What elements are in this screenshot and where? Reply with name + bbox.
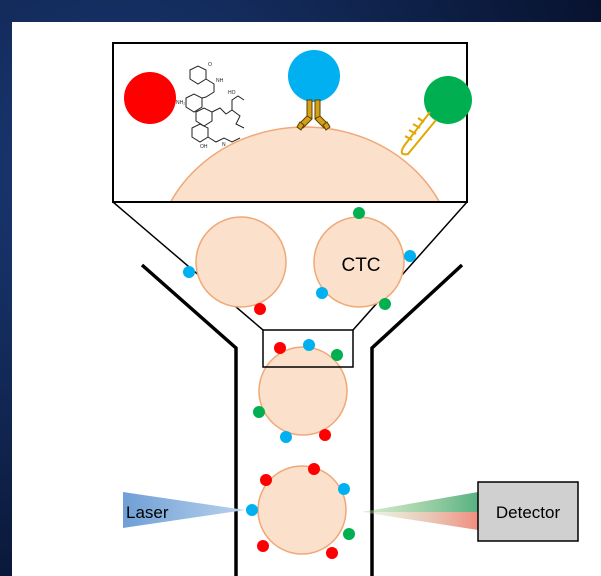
laser-beam (123, 492, 245, 528)
inset-cell-surface (170, 126, 440, 201)
funnel-wall-left (140, 263, 238, 576)
svg-text:N: N (222, 142, 226, 148)
blue-marker (183, 266, 195, 278)
red-marker (326, 547, 338, 559)
green-marker (379, 298, 391, 310)
ctc-label: CTC (341, 255, 380, 276)
green-marker (253, 406, 265, 418)
funnel-wall-right (370, 263, 464, 576)
red-marker (260, 474, 272, 486)
blue-marker (316, 287, 328, 299)
blue-marker (246, 504, 258, 516)
blue-marker (303, 339, 315, 351)
detector-label: Detector (496, 503, 561, 522)
svg-text:OH: OH (200, 144, 208, 150)
blue-marker (404, 250, 416, 262)
svg-text:NH₂: NH₂ (176, 100, 185, 106)
inset-red-particle (124, 72, 176, 124)
red-marker (257, 540, 269, 552)
red-marker (274, 342, 286, 354)
detector-box (477, 481, 579, 542)
red-marker (319, 429, 331, 441)
small-molecule-ligand-icon: NH₂ O NH HO OH N (176, 62, 245, 150)
svg-text:O: O (208, 62, 212, 68)
blue-marker (280, 431, 292, 443)
emission-beam-red (362, 512, 478, 530)
cell-left (195, 216, 287, 308)
antibody-icon (296, 99, 331, 131)
zoom-region-box (262, 329, 354, 368)
red-marker (308, 463, 320, 475)
green-marker (331, 349, 343, 361)
svg-text:NH: NH (216, 78, 224, 84)
zoom-line-left (112, 201, 264, 331)
blue-marker (338, 483, 350, 495)
inset-blue-particle (288, 50, 340, 102)
emission-beam-green (362, 492, 478, 512)
marker-particles (183, 207, 416, 559)
inset-green-particle (424, 76, 472, 124)
aptamer-icon (400, 111, 437, 156)
laser-label: Laser (126, 503, 169, 522)
red-marker (254, 303, 266, 315)
green-marker (343, 528, 355, 540)
svg-text:HO: HO (228, 90, 236, 96)
green-marker (353, 207, 365, 219)
zoom-line-right (352, 201, 468, 331)
cell-middle (258, 346, 348, 436)
